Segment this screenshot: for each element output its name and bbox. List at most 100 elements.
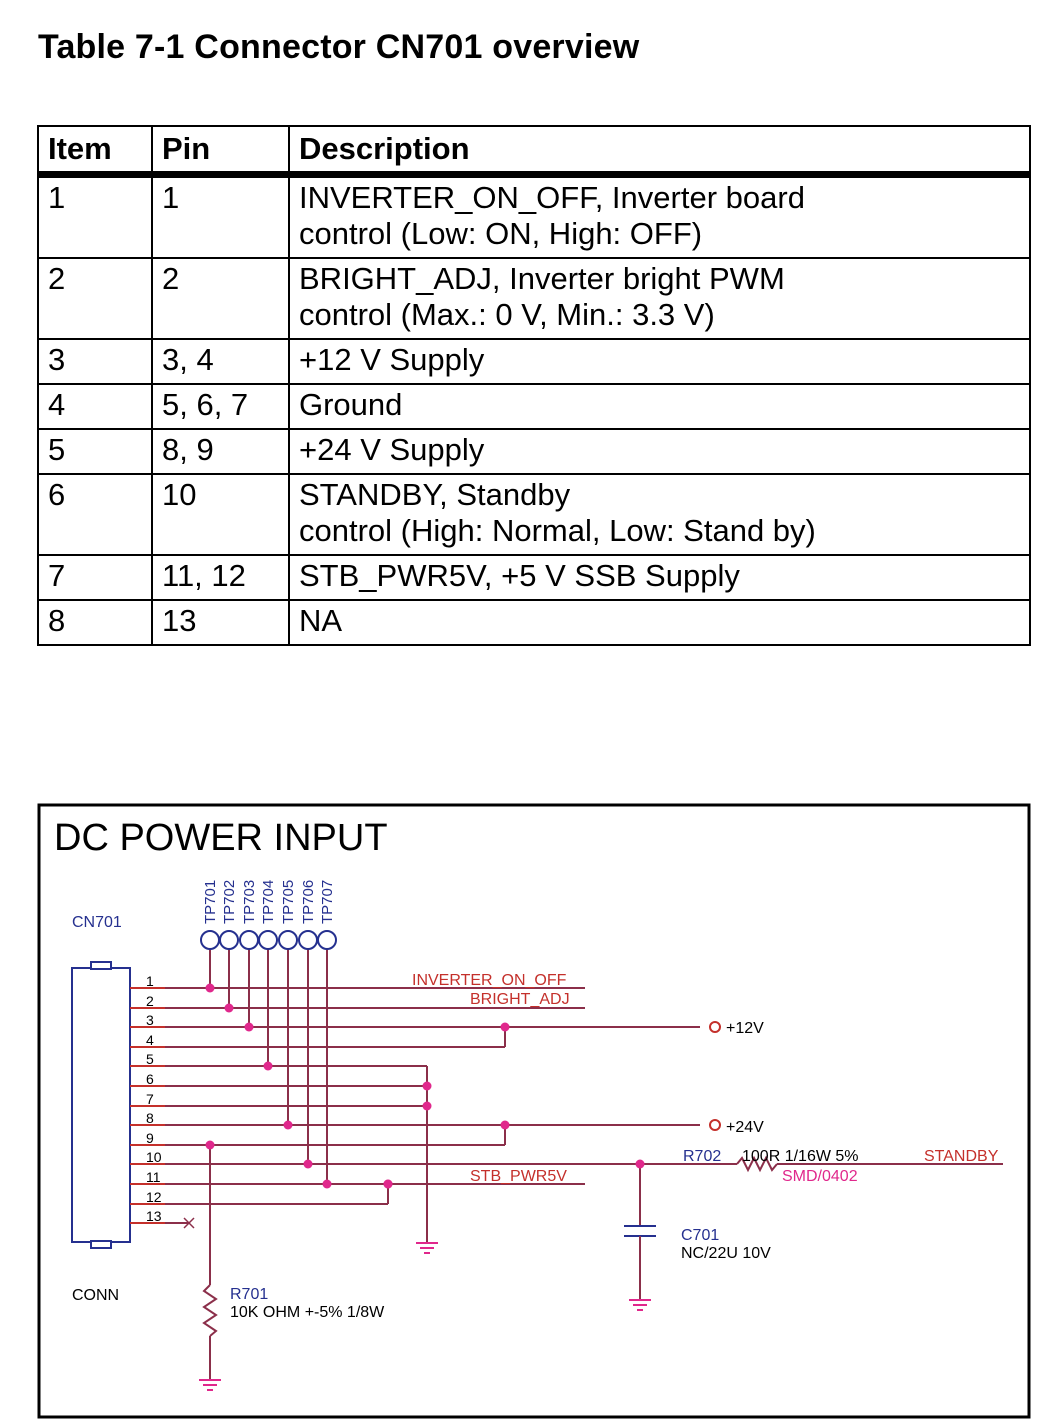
r702-value-label: 100R 1/16W 5% (742, 1148, 859, 1165)
cell-description: BRIGHT_ADJ, Inverter bright PWM control … (288, 257, 1031, 340)
cell-pin: 11, 12 (151, 554, 290, 601)
cell-description: NA (288, 599, 1031, 646)
test-point-icon (219, 930, 239, 950)
net-24v-terminal-icon (709, 1119, 721, 1131)
r701-resistor-icon (202, 1284, 218, 1337)
c701-ref-label: C701 (681, 1227, 719, 1244)
cell-item: 2 (37, 257, 153, 340)
pin-number-label: 5 (146, 1051, 154, 1067)
cell-description: Ground (288, 383, 1031, 430)
schematic-frame (37, 803, 1031, 1419)
test-point-label: TP707 (319, 880, 336, 924)
junction-dot (283, 1120, 293, 1130)
test-point-label: TP703 (241, 880, 258, 924)
table-header-row: Item Pin Description (37, 125, 1031, 178)
cell-item: 1 (37, 173, 153, 259)
cell-pin: 3, 4 (151, 338, 290, 385)
cell-pin: 5, 6, 7 (151, 383, 290, 430)
pin-number-label: 12 (146, 1189, 162, 1205)
net-label-stb-pwr5v: STB_PWR5V (470, 1168, 567, 1185)
net-label-24v: +24V (726, 1119, 764, 1136)
cell-description: INVERTER_ON_OFF, Inverter board control … (288, 173, 1031, 259)
cell-item: 5 (37, 428, 153, 475)
pin-number-label: 2 (146, 993, 154, 1009)
net-label-inverter: INVERTER_ON_OFF (412, 972, 567, 989)
cell-pin: 13 (151, 599, 290, 646)
test-point-icon (200, 930, 220, 950)
header-description: Description (288, 125, 1031, 178)
junction-dot (205, 1140, 215, 1150)
junction-dot (500, 1022, 510, 1032)
test-point-label: TP701 (202, 880, 219, 924)
schematic-title: DC POWER INPUT (54, 817, 388, 859)
cell-item: 4 (37, 383, 153, 430)
test-point-icon (298, 930, 318, 950)
pin-number-label: 7 (146, 1091, 154, 1107)
net-label-standby: STANDBY (924, 1148, 999, 1165)
net-label-bright: BRIGHT_ADJ (470, 991, 570, 1008)
junction-dot (635, 1159, 645, 1169)
pin-number-label: 4 (146, 1032, 154, 1048)
cell-pin: 10 (151, 473, 290, 556)
cell-item: 7 (37, 554, 153, 601)
header-item: Item (37, 125, 153, 178)
connector-body (71, 961, 131, 1249)
cell-description: +24 V Supply (288, 428, 1031, 475)
test-point-icon (258, 930, 278, 950)
pin-number-label: 6 (146, 1071, 154, 1087)
ground-symbol-main (416, 1242, 438, 1254)
cell-item: 6 (37, 473, 153, 556)
r702-ref-label: R702 (683, 1148, 721, 1165)
cell-description: STB_PWR5V, +5 V SSB Supply (288, 554, 1031, 601)
junction-dot (383, 1179, 393, 1189)
junction-dot (263, 1061, 273, 1071)
connector-ref-label: CN701 (72, 914, 122, 931)
junction-dot (244, 1022, 254, 1032)
pin-number-label: 1 (146, 973, 154, 989)
junction-dot (422, 1081, 432, 1091)
test-point-label: TP705 (280, 880, 297, 924)
header-pin: Pin (151, 125, 290, 178)
connector-type-label: CONN (72, 1287, 119, 1304)
pin-number-label: 10 (146, 1149, 162, 1165)
pin-number-label: 11 (146, 1169, 161, 1185)
r701-ref-label: R701 (230, 1286, 268, 1303)
r702-package-label: SMD/0402 (782, 1168, 858, 1185)
test-point-label: TP702 (221, 880, 238, 924)
junction-dot (205, 983, 215, 993)
test-point-icon (317, 930, 337, 950)
test-point-icon (278, 930, 298, 950)
junction-dot (322, 1179, 332, 1189)
r702-resistor-icon (736, 1155, 778, 1173)
net-label-12v: +12V (726, 1020, 764, 1037)
test-point-label: TP704 (260, 880, 277, 924)
test-point-label: TP706 (300, 880, 317, 924)
ground-symbol-r701 (199, 1379, 221, 1391)
cell-pin: 8, 9 (151, 428, 290, 475)
c701-value-label: NC/22U 10V (681, 1245, 771, 1262)
junction-dot (422, 1101, 432, 1111)
cell-description: STANDBY, Standby control (High: Normal, … (288, 473, 1031, 556)
junction-dot (303, 1159, 313, 1169)
pin-number-label: 3 (146, 1012, 154, 1028)
pin-number-label: 9 (146, 1130, 154, 1146)
cell-item: 8 (37, 599, 153, 646)
test-point-icon (239, 930, 259, 950)
net-12v-terminal-icon (709, 1021, 721, 1033)
junction-dot (500, 1120, 510, 1130)
pin-number-label: 8 (146, 1110, 154, 1126)
r701-value-label: 10K OHM +-5% 1/8W (230, 1304, 385, 1321)
pin-number-label: 13 (146, 1208, 162, 1224)
cell-item: 3 (37, 338, 153, 385)
ground-symbol-c701 (629, 1299, 651, 1311)
